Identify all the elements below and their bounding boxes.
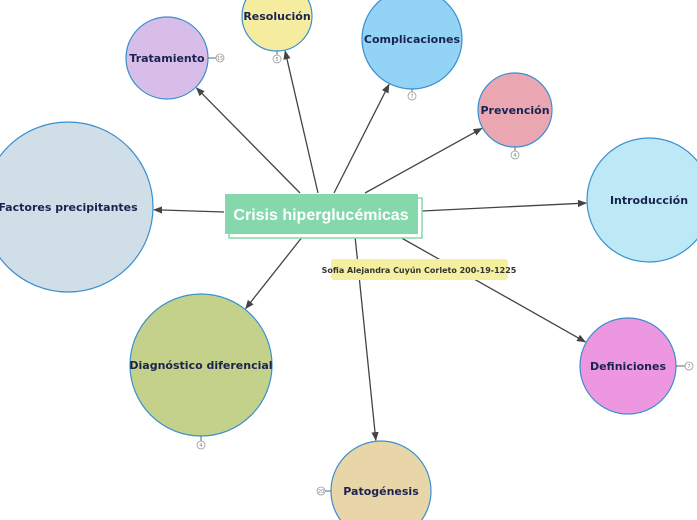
collapse-badge-prevencion[interactable] [510,150,520,160]
collapse-badge-count-definiciones: 7 [687,364,690,370]
collapse-badge-count-resolucion: 5 [275,57,278,63]
topic-label-factores-precipitantes: Factores precipitantes [0,201,138,214]
topic-circle-resolucion[interactable] [241,0,313,52]
connector-resolucion [283,50,319,194]
topic-label-prevencion: Prevención [480,104,549,117]
topic-circle-patogenesis[interactable] [330,440,432,520]
collapse-badge-diagnostico-diferencial[interactable] [196,440,206,450]
collapse-badge-count-tratamiento: 15 [217,56,223,62]
collapse-badge-patogenesis[interactable] [316,486,326,496]
topic-prevencion[interactable]: Prevención 4 [477,72,553,160]
collapse-badge-resolucion[interactable] [272,54,282,64]
topic-tratamiento[interactable]: Tratamiento 15 [125,16,225,100]
collapse-badge-count-prevencion: 4 [513,153,516,159]
central-topic-label: Crisis hiperglucémicas [233,207,408,224]
connector-prevencion [364,127,483,194]
collapse-badge-complicaciones[interactable] [407,91,417,101]
author-note-box[interactable] [331,259,508,280]
collapse-badge-tratamiento[interactable] [215,53,225,63]
topic-label-diagnostico-diferencial: Diagnóstico diferencial [129,359,272,372]
connector-factores-precipitantes [153,206,225,214]
collapse-badge-count-diagnostico-diferencial: 4 [199,443,202,449]
topic-resolucion[interactable]: Resolución 5 [241,0,313,64]
central-topic[interactable]: Crisis hiperglucémicas [225,194,423,239]
collapse-badge-definiciones[interactable] [684,361,694,371]
connector-definiciones [397,235,587,343]
connector-introduccion [421,199,587,212]
topic-diagnostico-diferencial[interactable]: Diagnóstico diferencial 4 [129,293,273,450]
topic-factores-precipitantes[interactable]: Factores precipitantes [0,121,154,293]
topic-circle-introduccion[interactable] [586,137,697,263]
topic-label-introduccion: Introducción [610,194,688,207]
collapse-badge-count-patogenesis: 20 [318,489,324,495]
topic-label-complicaciones: Complicaciones [364,33,461,46]
connector-tratamiento [195,87,301,194]
topic-label-definiciones: Definiciones [590,360,666,373]
topic-label-patogenesis: Patogénesis [343,485,419,498]
author-note-label: Sofia Alejandra Cuyún Corleto 200-19-122… [322,266,517,275]
topic-definiciones[interactable]: Definiciones 7 [579,317,694,415]
author-note[interactable]: Sofia Alejandra Cuyún Corleto 200-19-122… [322,259,517,280]
collapse-badge-count-complicaciones: 7 [410,94,413,100]
topic-circle-factores-precipitantes[interactable] [0,121,154,293]
connector-diagnostico-diferencial [245,235,304,310]
connector-complicaciones [333,83,390,194]
topic-patogenesis[interactable]: Patogénesis 20 [316,440,432,520]
topic-introduccion[interactable]: Introducción [586,137,697,263]
topic-complicaciones[interactable]: Complicaciones 7 [361,0,463,101]
topic-label-resolucion: Resolución [243,10,310,23]
central-topic-box[interactable] [225,194,418,234]
topic-label-tratamiento: Tratamiento [129,52,205,65]
